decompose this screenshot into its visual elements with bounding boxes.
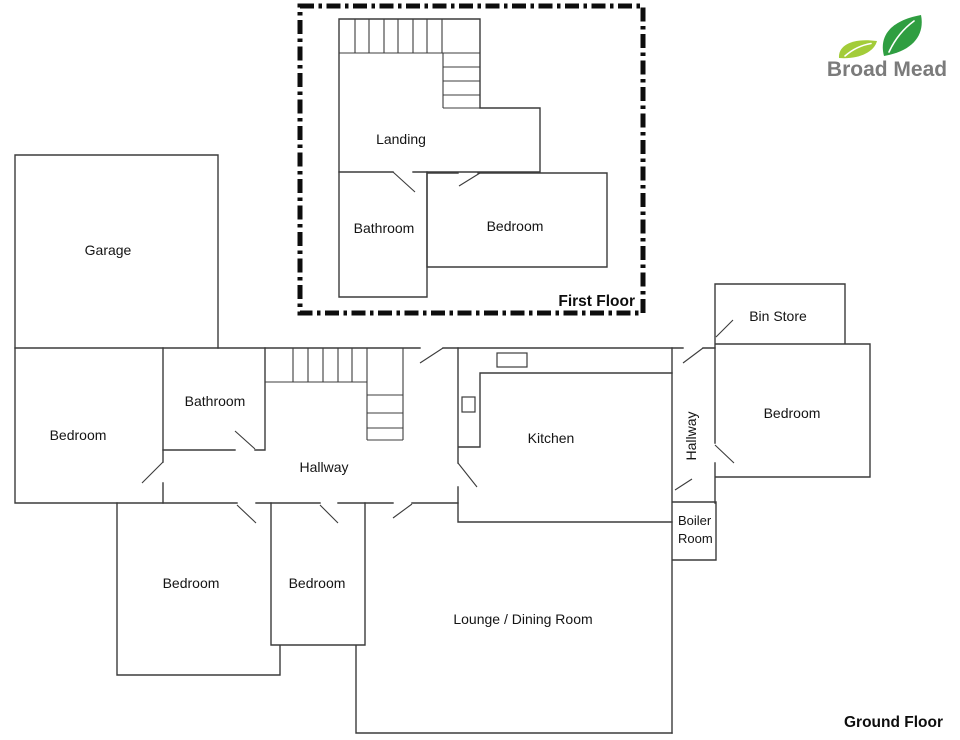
ground-floor-door-swings xyxy=(141,319,735,524)
room-label-bedroom-right: Bedroom xyxy=(764,405,821,421)
leaf-dark-icon xyxy=(882,15,922,56)
first-floor-plan: Landing Bathroom Bedroom First Floor xyxy=(297,3,646,316)
ground-floor-plan: Garage Bedroom Bathroom Hallway Kitchen … xyxy=(14,154,943,734)
ground-bathroom-walls xyxy=(162,347,266,451)
room-label-garage: Garage xyxy=(85,242,132,258)
room-label-lounge: Lounge / Dining Room xyxy=(453,611,592,627)
first-floor-door-swings xyxy=(392,171,481,193)
first-floor-title: First Floor xyxy=(558,293,635,310)
bottom-rooms-walls xyxy=(116,502,673,734)
ground-floor-stairs xyxy=(265,348,404,441)
main-walls xyxy=(14,347,716,504)
right-wing-walls xyxy=(671,283,871,734)
room-label-hallway-side: Hallway xyxy=(683,411,699,460)
first-floor-bedroom-walls xyxy=(426,172,608,268)
kitchen-fixture xyxy=(461,396,476,413)
room-label-bedroom-left: Bedroom xyxy=(50,427,107,443)
ground-floor-title: Ground Floor xyxy=(844,714,943,731)
brand-logo: Broad Mead xyxy=(827,15,947,81)
room-label-bedroom-bottom-mid: Bedroom xyxy=(289,575,346,591)
brand-name: Broad Mead xyxy=(827,58,947,81)
landing-walls xyxy=(338,18,541,173)
kitchen-window xyxy=(496,352,528,368)
first-floor-border xyxy=(297,3,646,316)
room-label-kitchen: Kitchen xyxy=(528,430,575,446)
room-label-bin-store: Bin Store xyxy=(749,308,807,324)
room-label-landing: Landing xyxy=(376,131,426,147)
leaf-dark-vein xyxy=(888,20,915,53)
first-floor-stairs xyxy=(339,19,480,109)
room-label-ff-bathroom: Bathroom xyxy=(354,220,415,236)
garage-walls xyxy=(14,154,219,349)
room-label-hallway: Hallway xyxy=(299,459,348,475)
leaf-light-vein xyxy=(844,42,872,57)
room-label-ff-bedroom: Bedroom xyxy=(487,218,544,234)
room-label-boiler-line1: Boiler xyxy=(678,513,712,528)
kitchen-walls xyxy=(457,347,673,523)
room-label-gf-bathroom: Bathroom xyxy=(185,393,246,409)
room-label-boiler-line2: Room xyxy=(678,531,713,546)
room-label-bedroom-bottom-left: Bedroom xyxy=(163,575,220,591)
